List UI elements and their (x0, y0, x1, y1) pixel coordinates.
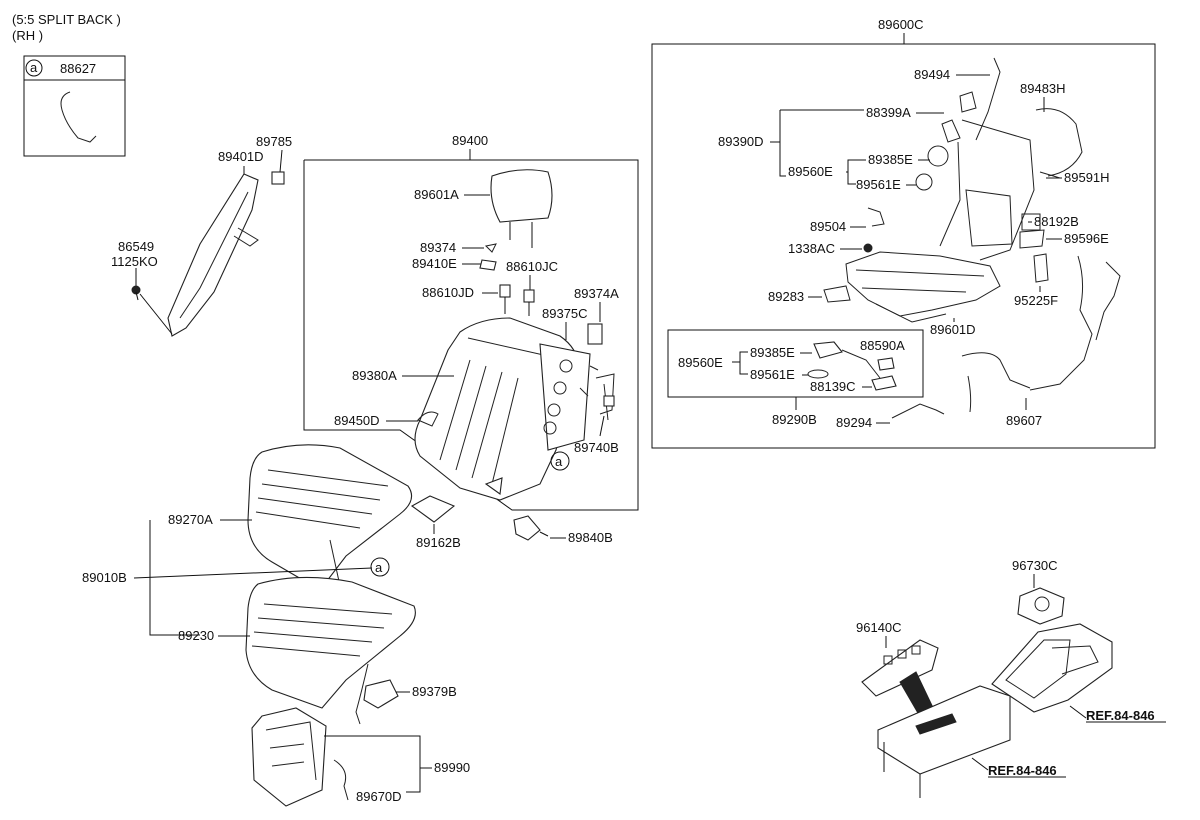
legend-box: a 88627 (23, 55, 126, 157)
label-89990: 89990 (434, 760, 470, 775)
label-89840B: 89840B (568, 530, 613, 545)
armrest-part (877, 685, 1011, 798)
side-trim-group: 89785 89401D 86549 1125KO (111, 134, 292, 337)
label-88610JD: 88610JD (422, 285, 474, 300)
label-89561E-sub: 89561E (750, 367, 795, 382)
label-86549: 86549 (118, 239, 154, 254)
label-89380A: 89380A (352, 368, 397, 383)
seat-assembly-bracket (133, 520, 390, 636)
switch-panel-96140C (861, 639, 939, 697)
ref-label-2: REF.84-846 (988, 763, 1057, 778)
seatback-cushion-part (414, 317, 591, 501)
label-96730C: 96730C (1012, 558, 1058, 573)
label-89283: 89283 (768, 289, 804, 304)
seat-cushion-lower-part (245, 576, 416, 709)
label-89290B: 89290B (772, 412, 817, 427)
label-89483H: 89483H (1020, 81, 1066, 96)
label-89607: 89607 (1006, 413, 1042, 428)
clip-89785 (271, 171, 285, 185)
label-89400: 89400 (452, 133, 488, 148)
guide-88610JD (499, 284, 511, 314)
label-89600C: 89600C (878, 17, 924, 32)
header-side: (RH ) (12, 28, 43, 43)
label-89230: 89230 (178, 628, 214, 643)
label-89390D: 89390D (718, 134, 764, 149)
ref-label-1: REF.84-846 (1086, 708, 1155, 723)
lumbar-hardware-part (579, 365, 615, 421)
module-89379B (355, 663, 399, 725)
power-seat-frame-part (823, 57, 1121, 391)
label-89740B: 89740B (574, 440, 619, 455)
label-89270A: 89270A (168, 512, 213, 527)
control-knob-96730C (1017, 587, 1065, 625)
seat-frame-89990 (251, 707, 349, 807)
label-89494: 89494 (914, 67, 950, 82)
label-88399A: 88399A (866, 105, 911, 120)
guide-88610JC (523, 289, 535, 316)
label-89591H: 89591H (1064, 170, 1110, 185)
screw-icon (131, 285, 141, 301)
label-89560E-sub: 89560E (678, 355, 723, 370)
carpet-pad-89162B (410, 495, 456, 523)
legend-circle-letter: a (30, 60, 38, 75)
console-group: 96730C REF.84-846 96140C REF.84 (856, 558, 1166, 798)
label-88139C: 88139C (810, 379, 856, 394)
label-88192B: 88192B (1034, 214, 1079, 229)
label-1338AC: 1338AC (788, 241, 835, 256)
label-89504: 89504 (810, 219, 846, 234)
circle-a-back: a (555, 454, 563, 469)
label-89670D: 89670D (356, 789, 402, 804)
side-cover-part (167, 173, 259, 337)
circle-a-seat: a (375, 560, 383, 575)
label-89450D: 89450D (334, 413, 380, 428)
label-89010B: 89010B (82, 570, 127, 585)
label-89601A: 89601A (414, 187, 459, 202)
label-89162B: 89162B (416, 535, 461, 550)
legend-part-number: 88627 (60, 61, 96, 76)
label-89294: 89294 (836, 415, 872, 430)
label-88610JC: 88610JC (506, 259, 558, 274)
seatback-box: 89400 89601A 89374 89410E 88610JC 88610J… (303, 133, 639, 511)
label-89374A: 89374A (574, 286, 619, 301)
label-89596E: 89596E (1064, 231, 1109, 246)
label-89374: 89374 (420, 240, 456, 255)
label-1125KO: 1125KO (111, 254, 158, 269)
harness-89607 (961, 352, 1031, 413)
label-89561E-top: 89561E (856, 177, 901, 192)
console-trim-part (991, 623, 1113, 713)
label-89401D: 89401D (218, 149, 264, 164)
frame-box: 89600C 89494 89483H 88399A 89390D 89385E… (651, 17, 1156, 449)
label-89560E-top: 89560E (788, 164, 833, 179)
label-89785: 89785 (256, 134, 292, 149)
label-96140C: 96140C (856, 620, 902, 635)
label-89385E-sub: 89385E (750, 345, 795, 360)
label-89385E-top: 89385E (868, 152, 913, 167)
seat-cushion-upper-part (247, 444, 413, 591)
label-89379B: 89379B (412, 684, 457, 699)
label-89601D: 89601D (930, 322, 976, 337)
wire-clip-icon (60, 91, 97, 143)
label-88590A: 88590A (860, 338, 905, 353)
label-95225F: 95225F (1014, 293, 1058, 308)
label-89375C: 89375C (542, 306, 588, 321)
cable-89294 (891, 403, 945, 419)
label-89410E: 89410E (412, 256, 457, 271)
header-split-back: (5:5 SPLIT BACK ) (12, 12, 121, 27)
headrest-part (490, 169, 553, 248)
buckle-89840B (513, 515, 549, 541)
part-89374A (587, 323, 603, 345)
